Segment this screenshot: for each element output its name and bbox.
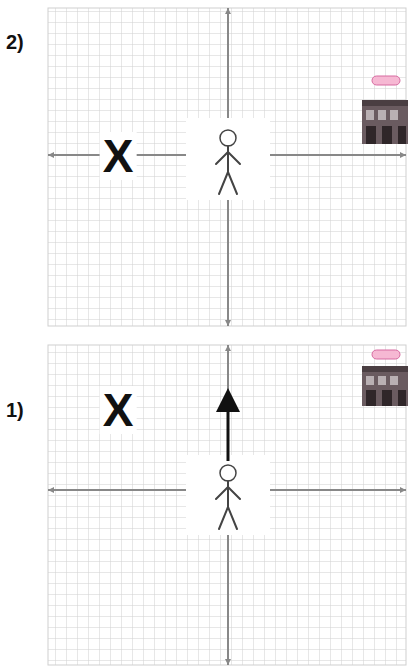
stick-figure	[186, 118, 270, 200]
cinema-building	[362, 350, 408, 406]
direction-arrow	[227, 400, 230, 461]
panel-number: 2)	[6, 32, 24, 52]
cinema-building	[362, 76, 408, 144]
coordinate-grid	[48, 8, 406, 326]
target-mark: X	[100, 132, 137, 180]
stick-figure	[186, 455, 270, 535]
panel-number: 1)	[6, 400, 24, 420]
target-mark: X	[100, 386, 137, 434]
coordinate-grid	[48, 345, 406, 665]
